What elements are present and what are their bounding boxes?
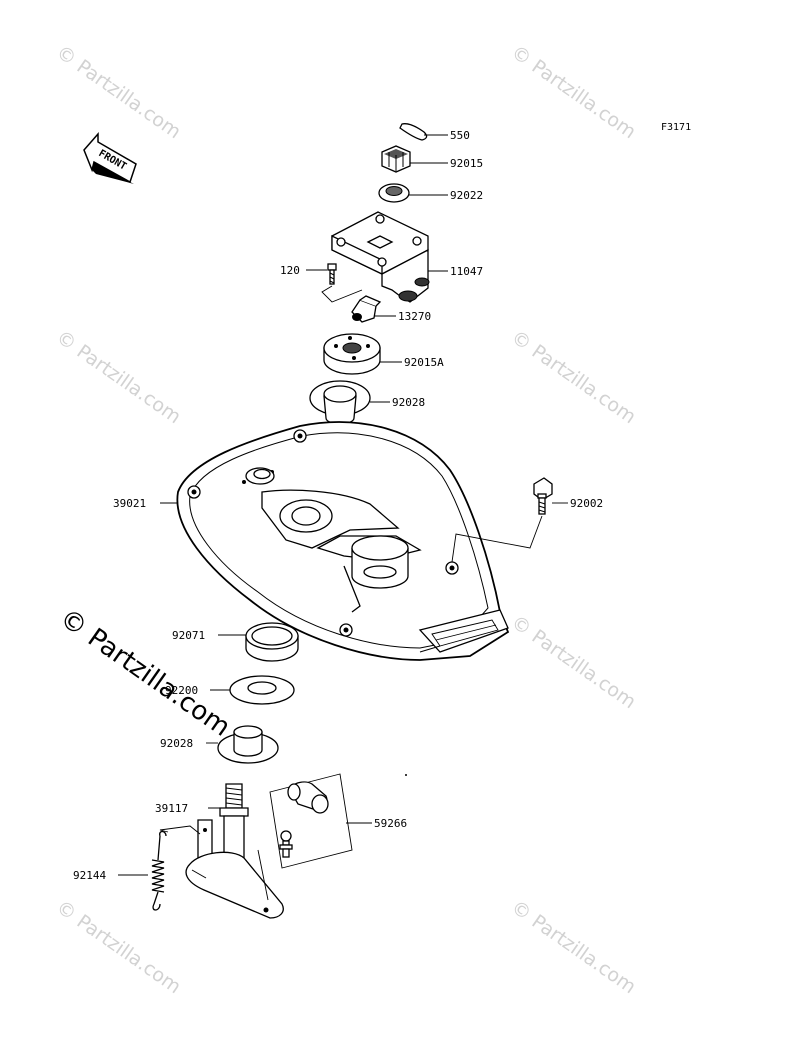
callout-550: 550 xyxy=(450,129,470,142)
callout-92015: 92015 xyxy=(450,157,483,170)
return-spring xyxy=(118,830,167,911)
bushing-lower xyxy=(206,725,279,764)
callout-92022: 92022 xyxy=(450,189,483,202)
flange-nut xyxy=(323,333,402,375)
callout-39021: 39021 xyxy=(113,497,146,510)
bolt-120 xyxy=(306,263,363,303)
bolt-92002 xyxy=(451,477,568,563)
callout-11047: 11047 xyxy=(450,265,483,278)
watermark-large: © Partzilla.com xyxy=(54,603,236,743)
watermark: © Partzilla.com xyxy=(52,896,185,998)
castle-nut xyxy=(381,145,448,173)
watermark: © Partzilla.com xyxy=(52,326,185,428)
figure-code: F3171 xyxy=(661,122,691,133)
watermark: © Partzilla.com xyxy=(507,41,640,143)
callout-92002: 92002 xyxy=(570,497,603,510)
watermark: © Partzilla.com xyxy=(507,896,640,998)
callout-92144: 92144 xyxy=(73,869,106,882)
steering-shaft xyxy=(159,783,284,919)
watermark: © Partzilla.com xyxy=(507,611,640,713)
callout-120: 120 xyxy=(280,264,300,277)
callout-92028-upper: 92028 xyxy=(392,396,425,409)
steering-bracket xyxy=(331,211,448,303)
watermark: © Partzilla.com xyxy=(507,326,640,428)
ball-joint-set xyxy=(257,773,407,901)
bushing-upper xyxy=(309,380,390,425)
callout-92200: 92200 xyxy=(165,684,198,697)
callout-13270: 13270 xyxy=(398,310,431,323)
seal-ring xyxy=(218,622,299,662)
washer xyxy=(378,183,448,203)
cover-plate xyxy=(160,421,510,661)
callout-92028-lower: 92028 xyxy=(160,737,193,750)
washer-92200 xyxy=(210,675,295,705)
stopper-13270 xyxy=(351,295,396,323)
front-arrow-icon: FRONT xyxy=(83,132,137,184)
cotter-pin xyxy=(399,123,448,141)
callout-39117: 39117 xyxy=(155,802,188,815)
watermark: © Partzilla.com xyxy=(52,41,185,143)
callout-92015A: 92015A xyxy=(404,356,444,369)
callout-59266: 59266 xyxy=(374,817,407,830)
callout-92071: 92071 xyxy=(172,629,205,642)
